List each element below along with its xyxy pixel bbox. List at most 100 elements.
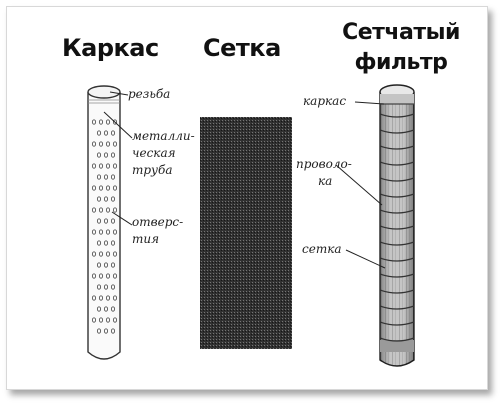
pipe-hole	[105, 141, 111, 147]
pipe-hole	[98, 185, 104, 191]
perforated-pipe	[87, 85, 121, 360]
pipe-hole	[112, 119, 118, 125]
wire-turn	[379, 305, 415, 310]
pipe-hole	[103, 130, 109, 136]
pipe-hole	[91, 317, 97, 323]
pipe-hole	[105, 207, 111, 213]
pipe-hole	[96, 218, 102, 224]
pipe-hole	[103, 152, 109, 158]
pipe-hole	[96, 306, 102, 312]
pipe-hole	[98, 141, 104, 147]
pipe-hole	[98, 295, 104, 301]
pipe-hole	[112, 141, 118, 147]
pipe-hole	[96, 196, 102, 202]
wire-turn	[379, 145, 415, 150]
pipe-hole	[98, 207, 104, 213]
pipe-hole	[96, 130, 102, 136]
wire-label-line1: проволо-	[296, 157, 352, 171]
pipe-hole	[112, 207, 118, 213]
pipe-hole	[105, 273, 111, 279]
leader-lines	[103, 91, 386, 269]
pipe-hole	[98, 163, 104, 169]
pipe-hole	[112, 229, 118, 235]
pipe-hole	[96, 284, 102, 290]
wire-turn	[379, 113, 415, 118]
wire-turn	[379, 209, 415, 214]
filter-heading-line2: фильтр	[354, 50, 448, 75]
wire-turn	[379, 321, 415, 326]
wire-turn	[379, 161, 415, 166]
wire-windings	[379, 113, 415, 342]
filter-heading-line1: Сетчатый	[342, 20, 460, 45]
pipe-hole	[105, 185, 111, 191]
pipe-hole	[105, 229, 111, 235]
thread-label: резьба	[128, 87, 171, 101]
wire-turn	[379, 193, 415, 198]
pipe-hole	[91, 251, 97, 257]
metal-pipe-label-line1: металли-	[132, 129, 195, 143]
pipe-holes	[91, 119, 118, 334]
metal-pipe-label-line2: ческая	[132, 146, 176, 160]
pipe-hole	[91, 207, 97, 213]
pipe-hole	[103, 306, 109, 312]
pipe-hole	[112, 163, 118, 169]
pipe-hole	[91, 295, 97, 301]
wire-turn	[379, 225, 415, 230]
pipe-hole	[110, 152, 116, 158]
pipe-hole	[91, 229, 97, 235]
pipe-hole	[112, 317, 118, 323]
pipe-hole	[103, 284, 109, 290]
pipe-hole	[103, 240, 109, 246]
pipe-hole	[96, 262, 102, 268]
pipe-hole	[110, 196, 116, 202]
pipe-hole	[98, 229, 104, 235]
pipe-hole	[91, 119, 97, 125]
wire-turn	[379, 337, 415, 342]
wire-label: проволо- ка	[296, 156, 352, 190]
pipe-hole	[110, 130, 116, 136]
pipe-hole	[98, 317, 104, 323]
wire-turn	[379, 257, 415, 262]
wire-turn	[379, 129, 415, 134]
pipe-hole	[98, 119, 104, 125]
wire-turn	[379, 177, 415, 182]
wire-turn	[379, 241, 415, 246]
pipe-hole	[112, 251, 118, 257]
pipe-hole	[110, 218, 116, 224]
pipe-hole	[103, 262, 109, 268]
wire-turn	[379, 289, 415, 294]
pipe-hole	[103, 328, 109, 334]
wire-turn	[379, 273, 415, 278]
pipe-hole	[103, 174, 109, 180]
metal-pipe-label-line3: труба	[132, 163, 173, 177]
pipe-hole	[112, 295, 118, 301]
pipe-hole	[98, 251, 104, 257]
pipe-hole	[110, 306, 116, 312]
mesh-swatch	[200, 117, 292, 349]
holes-label-line1: отверс-	[132, 215, 184, 229]
pipe-hole	[110, 284, 116, 290]
pipe-hole	[103, 218, 109, 224]
mesh-heading: Сетка	[203, 34, 281, 62]
pipe-hole	[91, 141, 97, 147]
pipe-hole	[91, 185, 97, 191]
pipe-hole	[96, 152, 102, 158]
pipe-hole	[96, 174, 102, 180]
pipe-hole	[91, 273, 97, 279]
pipe-hole	[110, 262, 116, 268]
mesh-filter	[379, 84, 415, 367]
pipe-hole	[110, 240, 116, 246]
pipe-hole	[112, 273, 118, 279]
pipe-hole	[112, 185, 118, 191]
pipe-hole	[96, 240, 102, 246]
pipe-hole	[110, 174, 116, 180]
pipe-hole	[105, 295, 111, 301]
filter-heading: Сетчатый фильтр	[340, 18, 462, 78]
filter-mesh-label: сетка	[302, 242, 342, 256]
pipe-hole	[105, 317, 111, 323]
pipe-hole	[110, 328, 116, 334]
pipe-hole	[96, 328, 102, 334]
pipe-hole	[105, 251, 111, 257]
holes-label-line2: тия	[132, 232, 160, 246]
